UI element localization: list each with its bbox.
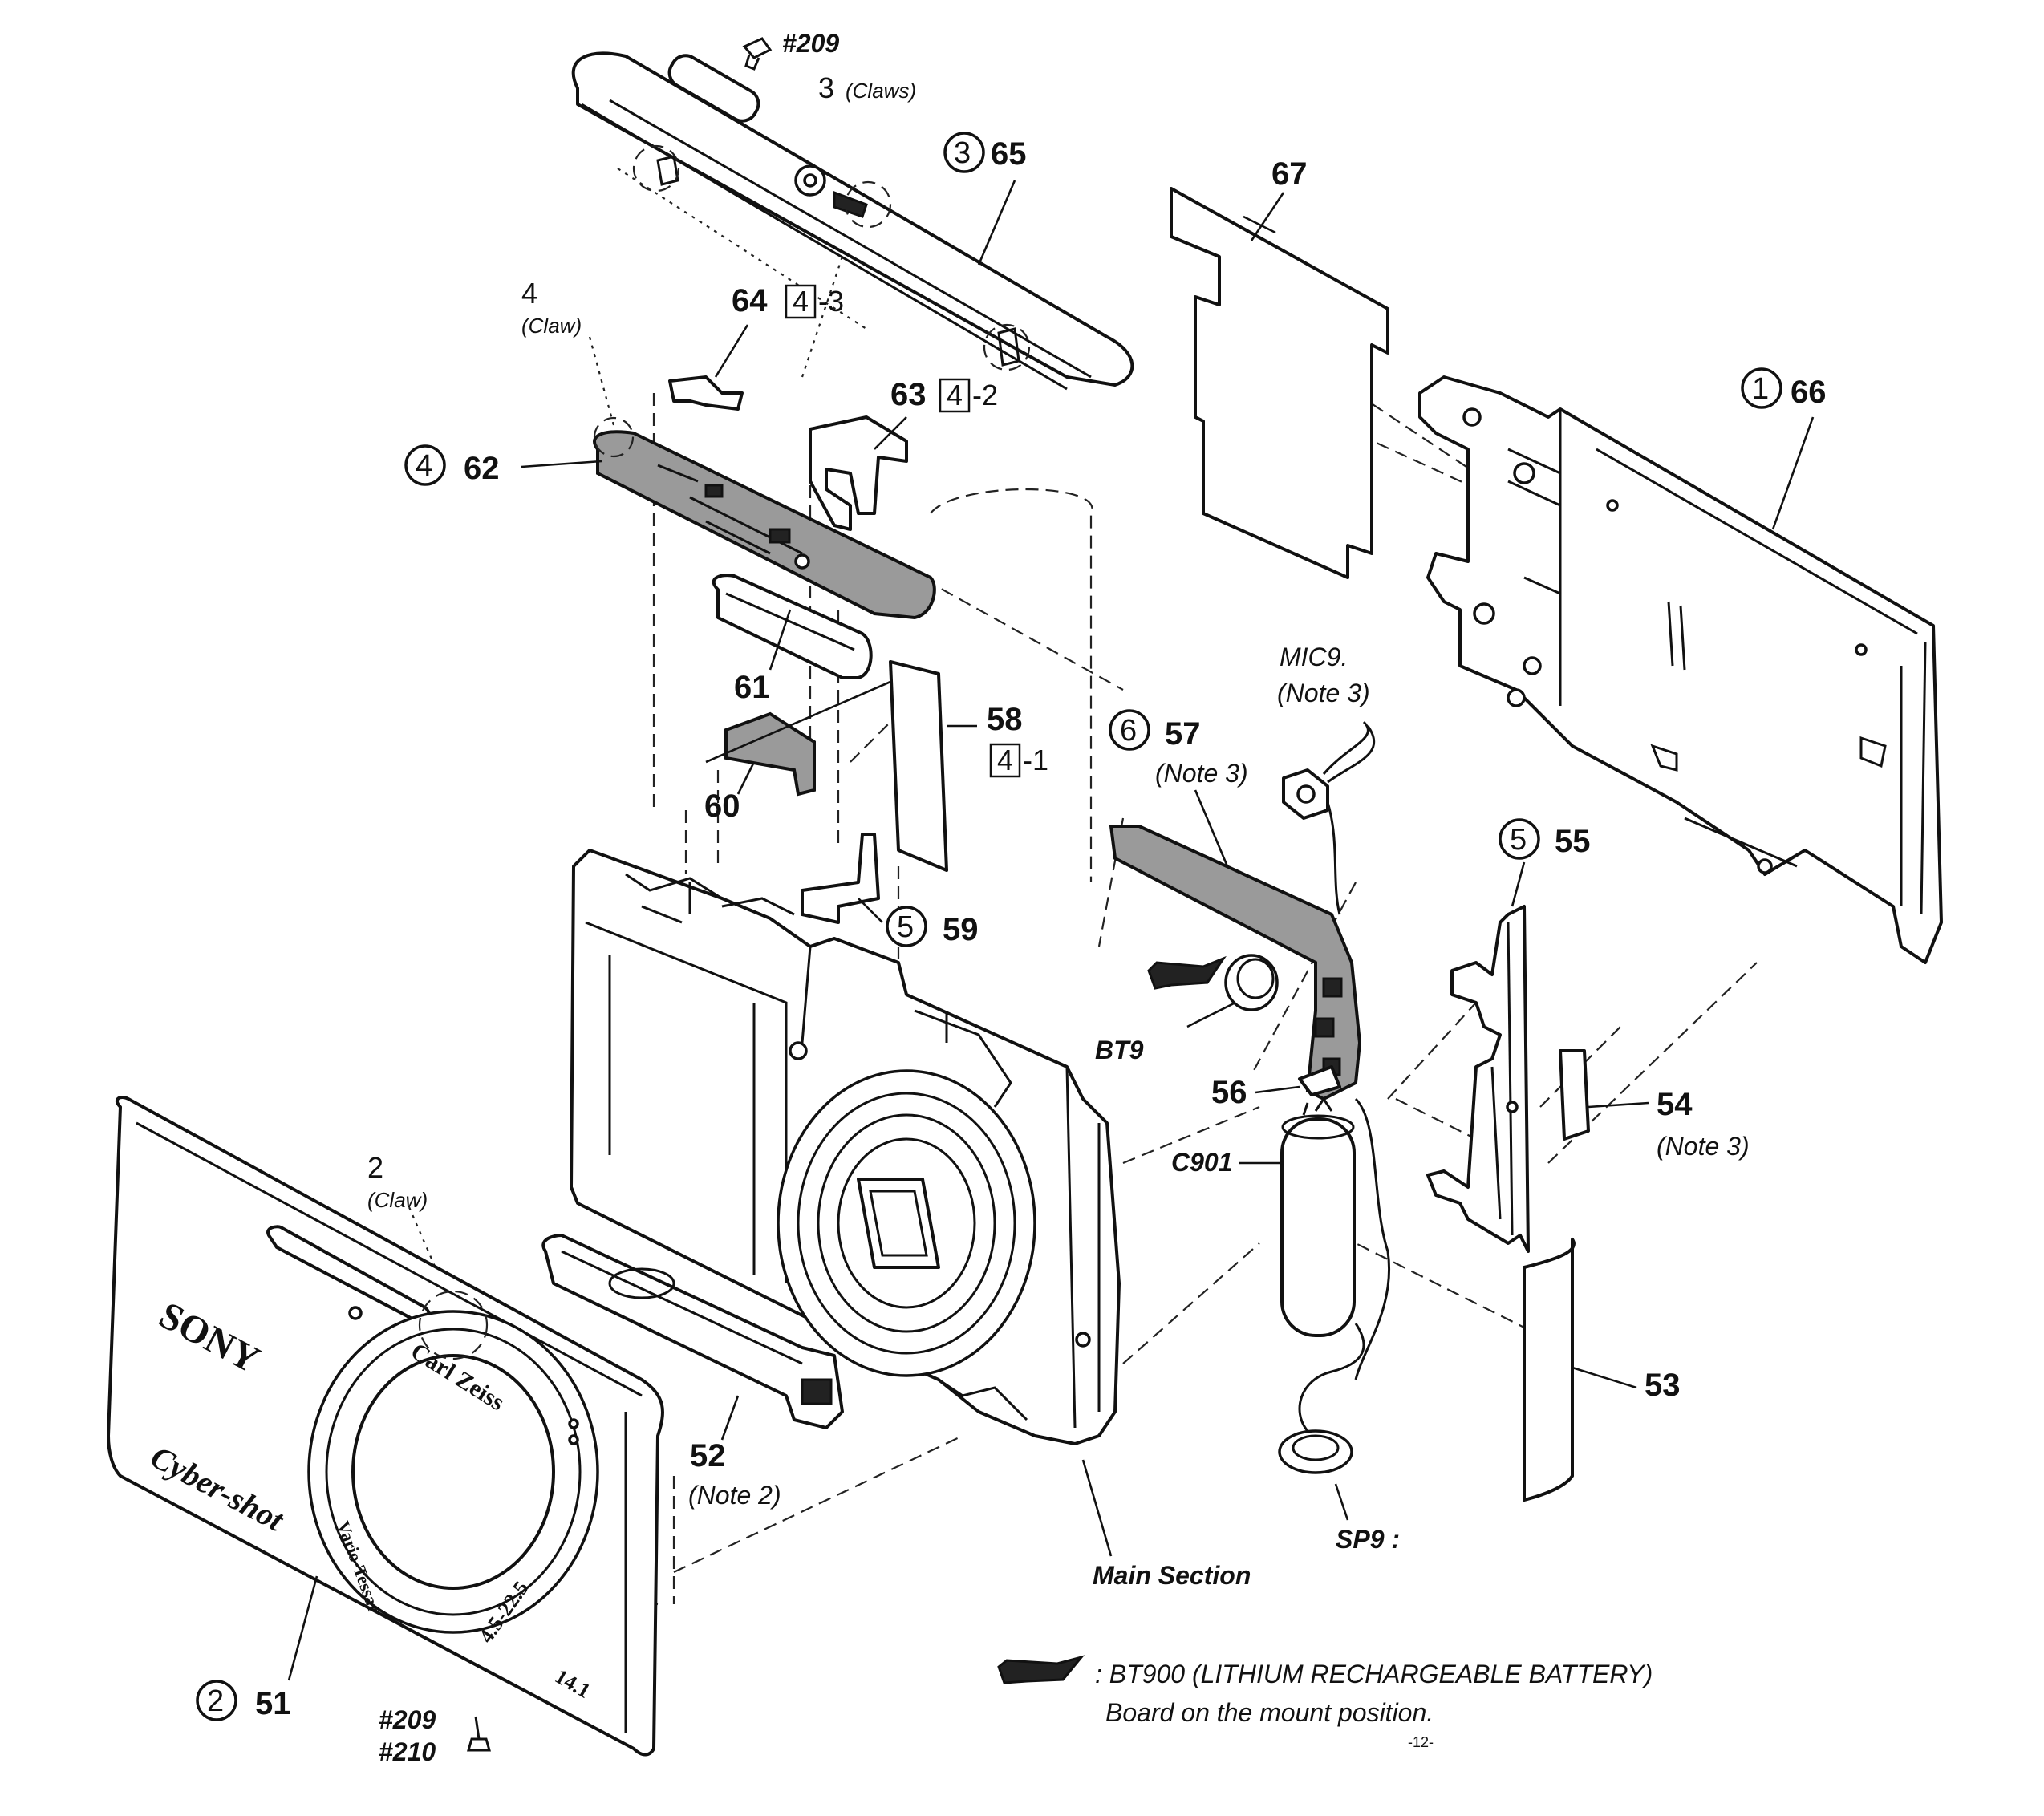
callout-circle-51 <box>196 1680 237 1721</box>
label-63-box: 4 <box>947 379 963 411</box>
part-66-frame <box>1418 375 1943 964</box>
label-55-circle: 5 <box>1510 823 1527 857</box>
label-59: 59 <box>943 912 979 947</box>
legend-line-1: : BT900 (LITHIUM RECHARGEABLE BATTERY) <box>1095 1660 1653 1688</box>
callout-circle-65 <box>943 132 985 173</box>
part-67-sheet <box>1170 187 1389 579</box>
label-mic9-note: (Note 3) <box>1277 679 1370 707</box>
label-58-suffix: -1 <box>1023 744 1048 776</box>
label-c901: C901 <box>1171 1148 1233 1177</box>
label-65: 65 <box>991 136 1027 172</box>
legend: : BT900 (LITHIUM RECHARGEABLE BATTERY) B… <box>997 1655 1653 1750</box>
label-58: 58 <box>987 702 1023 737</box>
label-63-suffix: -2 <box>972 379 998 411</box>
bt9-battery <box>1147 954 1279 1028</box>
battery-marker-icon <box>1147 955 1227 990</box>
label-60: 60 <box>704 788 740 824</box>
callout-circle-59 <box>886 906 927 947</box>
box-64 <box>785 284 817 319</box>
callout-circle-62 <box>404 444 446 486</box>
battery-marker-icon <box>997 1655 1085 1684</box>
label-209-top: #209 <box>782 29 839 58</box>
label-mic9: MIC9. <box>1280 642 1348 671</box>
box-63 <box>939 378 971 413</box>
part-51-front-cover: SONY Cyber-shot Carl Zeiss Vario-Tessar … <box>107 1096 664 1757</box>
label-66-circle: 1 <box>1752 372 1769 406</box>
label-57: 57 <box>1165 716 1201 752</box>
label-sp9: SP9 : <box>1336 1525 1400 1554</box>
label-52: 52 <box>690 1438 726 1473</box>
part-56 <box>1298 1065 1341 1096</box>
label-55: 55 <box>1555 824 1591 859</box>
box-58 <box>989 743 1021 778</box>
label-bt9: BT9 <box>1095 1036 1144 1064</box>
label-52-note: (Note 2) <box>688 1481 781 1510</box>
part-62-board <box>593 416 936 620</box>
label-2-claw-num: 2 <box>367 1151 383 1184</box>
label-53: 53 <box>1645 1368 1681 1403</box>
callout-circle-66 <box>1741 367 1782 409</box>
screw-209-top: #209 <box>742 29 839 71</box>
part-61 <box>712 574 873 679</box>
label-main-section: Main Section <box>1093 1561 1251 1590</box>
label-210-bottom: #210 <box>379 1737 436 1766</box>
part-64 <box>668 375 744 411</box>
label-63: 63 <box>890 377 927 412</box>
legend-line-2: Board on the mount position. <box>1105 1698 1434 1727</box>
label-4-claw-text: (Claw) <box>521 314 582 338</box>
callout-circle-57 <box>1109 709 1150 751</box>
part-59 <box>801 833 880 924</box>
label-56: 56 <box>1211 1075 1247 1110</box>
label-64-suffix: -3 <box>818 285 844 318</box>
label-64: 64 <box>732 283 768 318</box>
page-mark: -12- <box>1408 1734 1434 1750</box>
main-section <box>570 849 1121 1445</box>
label-2-claw-text: (Claw) <box>367 1188 428 1212</box>
label-57-circle: 6 <box>1120 714 1137 748</box>
part-52 <box>541 1234 844 1429</box>
part-53-cover <box>1523 1238 1576 1502</box>
mic9 <box>1282 720 1376 915</box>
part-60 <box>705 680 891 797</box>
label-62: 62 <box>464 451 500 486</box>
label-62-circle: 4 <box>416 449 432 483</box>
label-64-box: 4 <box>793 285 809 318</box>
sp9-speaker <box>1278 1323 1365 1474</box>
label-59-circle: 5 <box>897 910 914 944</box>
c901-capacitor <box>1280 1096 1390 1380</box>
label-51-circle: 2 <box>207 1684 224 1718</box>
part-54 <box>1559 1049 1590 1141</box>
callout-circle-55 <box>1499 818 1540 860</box>
label-4-claw-num: 4 <box>521 277 537 310</box>
label-3-claws-text: (Claws) <box>846 79 916 103</box>
label-66: 66 <box>1791 375 1827 410</box>
label-3-claws-num: 3 <box>818 71 834 104</box>
screw-icon <box>742 37 773 71</box>
label-57-note: (Note 3) <box>1155 759 1248 788</box>
label-61: 61 <box>734 670 770 705</box>
part-63 <box>809 415 908 531</box>
part-58 <box>889 660 948 872</box>
label-209-bottom: #209 <box>379 1705 436 1734</box>
label-51: 51 <box>255 1686 291 1721</box>
label-54-note: (Note 3) <box>1657 1132 1750 1161</box>
label-67: 67 <box>1271 156 1308 192</box>
label-58-box: 4 <box>997 744 1013 776</box>
part-55-side-frame <box>1426 905 1530 1253</box>
screw-icon <box>467 1716 491 1752</box>
screw-209-210-bottom <box>467 1716 491 1752</box>
label-65-circle: 3 <box>954 136 971 170</box>
label-54: 54 <box>1657 1087 1693 1122</box>
part-65-top-cabinet <box>571 51 1134 391</box>
